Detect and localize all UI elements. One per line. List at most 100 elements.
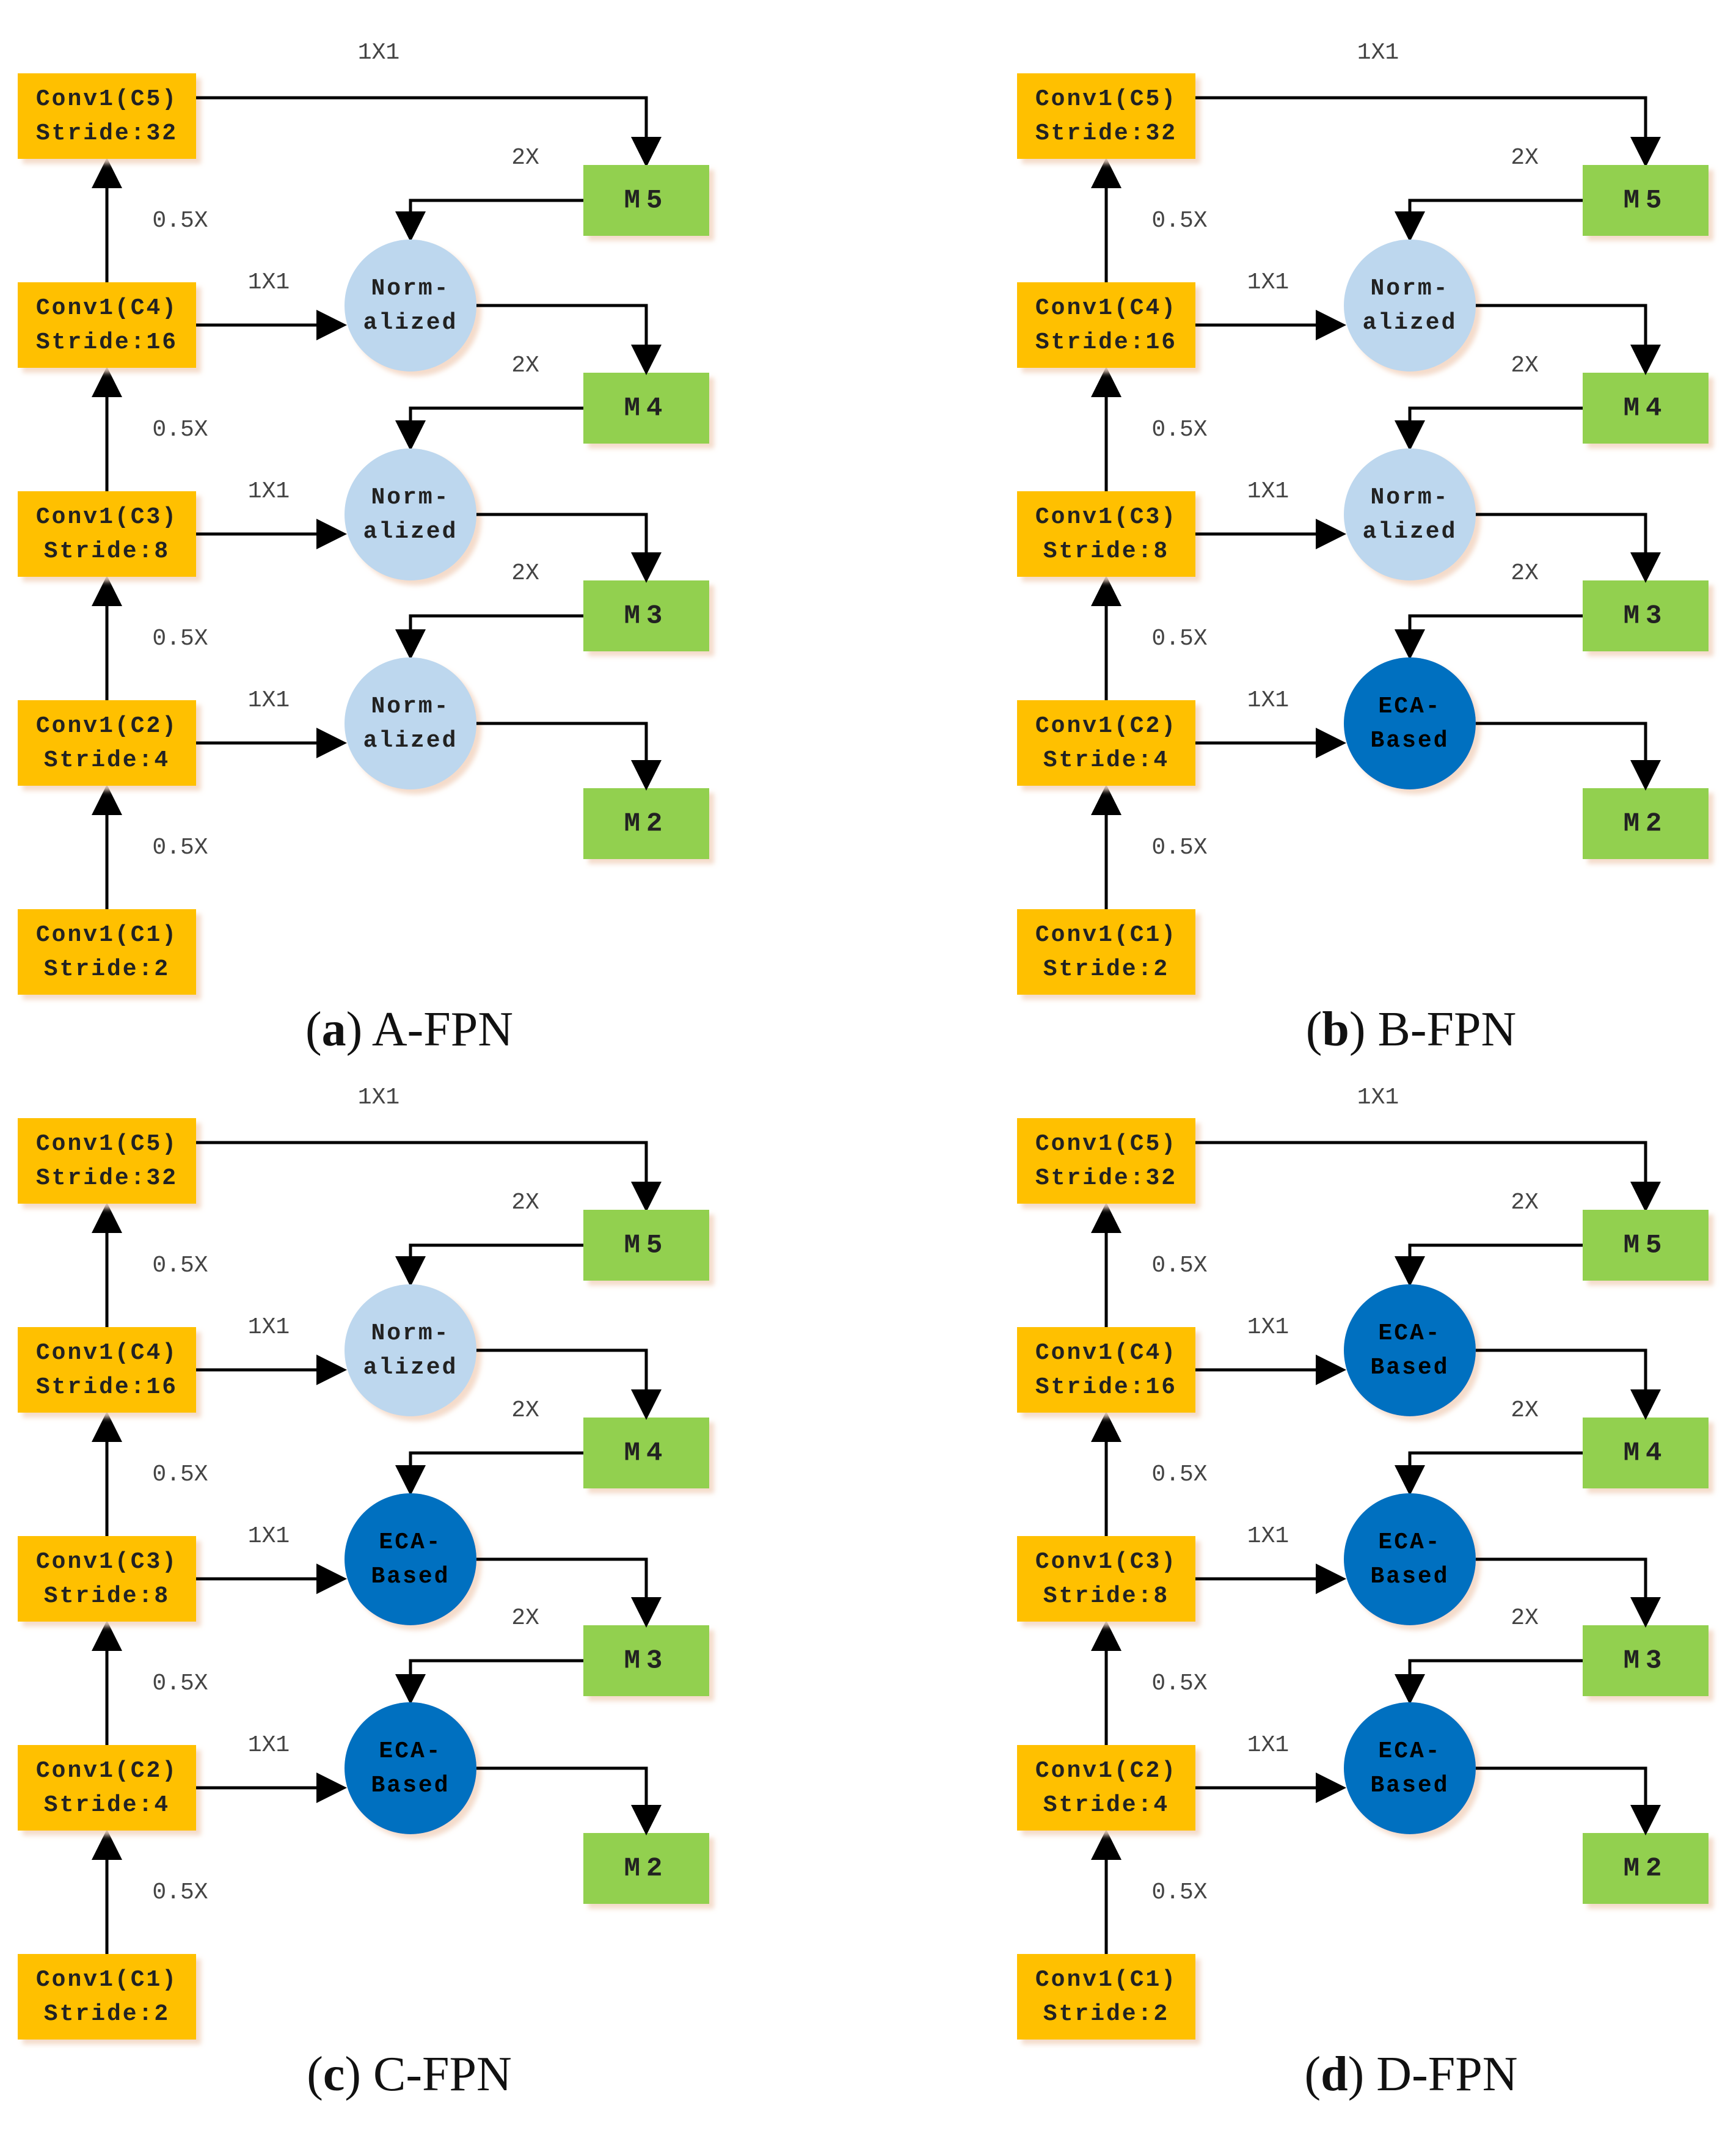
- module-output-arrow: [1476, 1348, 1661, 1420]
- lateral-label: 1X1: [1357, 1085, 1399, 1111]
- module-label-line1: Norm-: [1370, 485, 1449, 511]
- downsample-label: 0.5X: [1151, 835, 1207, 861]
- conv-block-c5: [1017, 1118, 1195, 1204]
- m-block-label: M2: [1624, 1854, 1668, 1884]
- upsample-label: 2X: [511, 1397, 539, 1424]
- conv-block-stride: Stride:4: [44, 747, 170, 774]
- conv-block-name: Conv1(C4): [36, 295, 178, 321]
- conv-block-stride: Stride:32: [1035, 120, 1177, 147]
- downsample-label: 0.5X: [1151, 1670, 1207, 1697]
- conv-block-c4: [18, 1327, 196, 1413]
- module-output-arrow: [1476, 1557, 1661, 1628]
- conv-block-c1: [1017, 1954, 1195, 2040]
- conv-block-stride: Stride:16: [1035, 1374, 1177, 1400]
- m-block-label: M4: [1624, 393, 1668, 424]
- m-block-label: M5: [1624, 186, 1668, 216]
- upsample-label: 2X: [511, 353, 539, 379]
- module-output-arrow: [1476, 1766, 1661, 1835]
- upsample-label: 2X: [1511, 353, 1539, 379]
- conv-block-c2: [1017, 700, 1195, 786]
- conv-block-c3: [1017, 491, 1195, 577]
- module-label-line2: Based: [1370, 1355, 1449, 1381]
- eca-based-module: [345, 1702, 476, 1834]
- conv-block-stride: Stride:16: [1035, 329, 1177, 356]
- lateral-label: 1X1: [1247, 478, 1289, 505]
- module-output-arrow: [1476, 722, 1661, 791]
- panel-a: 0.5X0.5X0.5X0.5XConv1(C5)Stride:32Conv1(…: [18, 40, 709, 995]
- conv-block-stride: Stride:2: [1043, 956, 1169, 982]
- module-label-line2: alized: [363, 1355, 458, 1381]
- conv-block-c4: [1017, 282, 1195, 368]
- normalized-module: [1344, 240, 1476, 371]
- normalized-module: [345, 448, 476, 580]
- m-block-m4: [583, 373, 709, 444]
- m-block-m2: [1583, 1833, 1709, 1904]
- eca-based-module: [345, 1493, 476, 1625]
- downsample-label: 0.5X: [152, 1879, 208, 1906]
- upsample-arrow: [1395, 199, 1583, 242]
- m-block-m3: [1583, 1625, 1709, 1696]
- upsample-arrow: [395, 1659, 583, 1705]
- module-label-line2: alized: [363, 519, 458, 545]
- conv-block-name: Conv1(C4): [1035, 1340, 1177, 1366]
- m-block-m2: [583, 1833, 709, 1904]
- module-label-line2: alized: [363, 310, 458, 336]
- lateral-arrow-c5: [196, 1141, 662, 1212]
- upsample-arrow: [1395, 614, 1583, 660]
- lateral-label: 1X1: [248, 1523, 290, 1549]
- lateral-arrow-c5: [1195, 1141, 1661, 1212]
- conv-block-name: Conv1(C1): [36, 1967, 178, 1993]
- lateral-label: 1X1: [1247, 687, 1289, 714]
- conv-block-c2: [1017, 1745, 1195, 1831]
- normalized-module: [345, 1284, 476, 1416]
- caption-panel-b: (b) B-FPN: [1305, 1003, 1517, 1056]
- m-block-label: M2: [624, 809, 669, 840]
- conv-block-stride: Stride:32: [36, 120, 178, 147]
- conv-block-stride: Stride:32: [36, 1165, 178, 1191]
- conv-block-stride: Stride:8: [1043, 1583, 1169, 1609]
- m-block-label: M2: [624, 1854, 669, 1884]
- lateral-label: 1X1: [1357, 40, 1399, 66]
- module-label-line1: ECA-: [1378, 693, 1441, 720]
- conv-block-c4: [18, 282, 196, 368]
- normalized-module: [345, 240, 476, 371]
- conv-block-c2: [18, 700, 196, 786]
- conv-block-name: Conv1(C5): [36, 86, 178, 112]
- caption-panel-c: (c) C-FPN: [307, 2047, 512, 2101]
- upsample-arrow: [1395, 1451, 1583, 1496]
- conv-block-c5: [1017, 73, 1195, 159]
- m-block-m4: [583, 1418, 709, 1488]
- conv-block-c1: [18, 909, 196, 995]
- m-block-m3: [583, 1625, 709, 1696]
- module-output-arrow: [476, 1766, 662, 1835]
- m-block-label: M5: [624, 1231, 669, 1261]
- panel-c: 0.5X0.5X0.5X0.5XConv1(C5)Stride:32Conv1(…: [18, 1085, 709, 2040]
- conv-block-name: Conv1(C2): [1035, 1758, 1177, 1784]
- conv-block-c1: [18, 1954, 196, 2040]
- module-label-line2: alized: [1363, 519, 1457, 545]
- panel-b: 0.5X0.5X0.5X0.5XConv1(C5)Stride:32Conv1(…: [1017, 40, 1709, 995]
- conv-block-stride: Stride:16: [36, 1374, 178, 1400]
- caption-panel-a: (a) A-FPN: [305, 1003, 514, 1056]
- conv-block-c1: [1017, 909, 1195, 995]
- conv-block-name: Conv1(C5): [36, 1131, 178, 1157]
- conv-block-name: Conv1(C3): [36, 504, 178, 530]
- conv-block-name: Conv1(C4): [36, 1340, 178, 1366]
- module-label-line2: Based: [1370, 1773, 1449, 1799]
- downsample-label: 0.5X: [1151, 1253, 1207, 1279]
- conv-block-c3: [18, 1536, 196, 1622]
- conv-block-stride: Stride:8: [44, 1583, 170, 1609]
- downsample-label: 0.5X: [152, 208, 208, 234]
- eca-based-module: [1344, 1284, 1476, 1416]
- m-block-label: M5: [624, 186, 669, 216]
- conv-block-name: Conv1(C1): [1035, 922, 1177, 948]
- m-block-label: M3: [1624, 1646, 1668, 1677]
- upsample-label: 2X: [511, 1605, 539, 1631]
- conv-block-stride: Stride:8: [44, 538, 170, 565]
- upsample-label: 2X: [1511, 145, 1539, 171]
- conv-block-c5: [18, 73, 196, 159]
- lateral-label: 1X1: [248, 1732, 290, 1758]
- module-label-line1: ECA-: [379, 1529, 442, 1556]
- conv-block-name: Conv1(C5): [1035, 86, 1177, 112]
- module-label-line2: Based: [1370, 728, 1449, 754]
